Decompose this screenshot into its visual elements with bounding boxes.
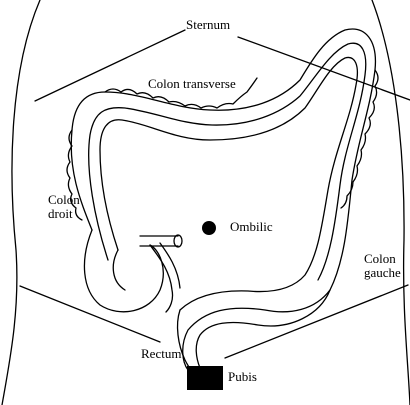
cecum-inner [113,250,125,290]
upper-right-line [238,37,410,100]
sigmoid-loop [196,290,330,368]
label-colon-droit-line1: Colon [48,193,98,207]
ileum-end [174,235,182,247]
label-colon-droit-line2: droit [48,207,98,221]
label-rectum: Rectum [141,347,181,361]
label-colon-droit: Colon droit [48,193,98,222]
torso-right-outline [372,0,410,405]
appendix [150,245,173,312]
ombilic-dot [202,221,216,235]
torso-left-outline [2,0,40,405]
cecum-outline [84,230,163,312]
colon-inner-contour [100,57,357,310]
label-ombilic: Ombilic [230,220,273,234]
label-sternum: Sternum [186,18,230,32]
label-colon-gauche-line2: gauche [364,266,410,280]
ileum-stub [140,236,178,246]
label-colon-gauche: Colon gauche [364,252,410,281]
haustra-descending [341,70,378,208]
lower-left-line [20,286,160,342]
pubis-block [187,366,223,390]
label-pubis: Pubis [228,370,257,384]
label-colon-transverse: Colon transverse [148,77,236,91]
label-colon-gauche-line1: Colon [364,252,410,266]
lower-right-line [225,285,408,358]
